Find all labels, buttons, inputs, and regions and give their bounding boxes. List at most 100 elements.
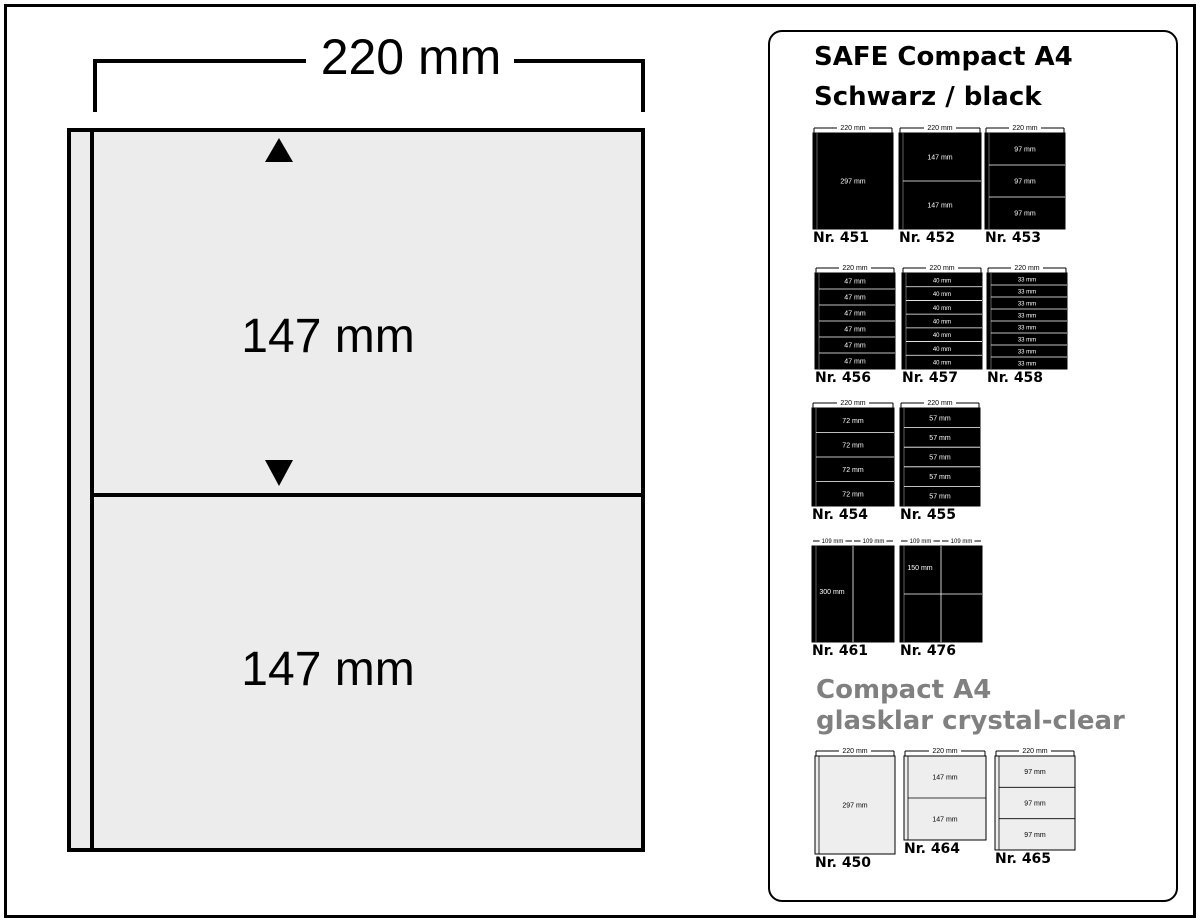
clear-series-title: Compact A4 (816, 675, 992, 705)
thumbnail-product-number: Nr. 453 (985, 230, 1042, 246)
main-diagram: 220 mm 147 mm 147 mm (67, 29, 645, 852)
thumbnail-column-label: 109 mm (863, 539, 885, 545)
thumbnail-row-label: 47 mm (844, 279, 866, 286)
thumbnail-row-label: 40 mm (933, 278, 951, 284)
width-label-bg (924, 124, 956, 132)
thumbnail-drawing: 220 mm 97 mm 97 mm 97 mm (994, 747, 1076, 851)
thumbnail-row-label: 300 mm (819, 589, 844, 596)
thumbnail-row-label: 57 mm (929, 455, 951, 462)
arrow-down-icon (265, 460, 293, 486)
thumbnail-product-number: Nr. 461 (812, 643, 869, 659)
thumbnail-width-label: 220 mm (1014, 265, 1039, 272)
thumbnail-body (814, 755, 896, 855)
thumbnail-drawing: 220 mm 47 mm 47 mm 47 mm 47 mm 47 mm 47 mm (814, 264, 896, 370)
thumbnail-row-label: 33 mm (1018, 278, 1036, 284)
thumbnail-row-label: 147 mm (927, 203, 952, 210)
thumbnail-row-label: 33 mm (1018, 326, 1036, 332)
thumbnail-product-number: Nr. 465 (995, 851, 1052, 867)
thumbnail-product-number: Nr. 464 (904, 841, 961, 857)
thumbnail-row-label: 72 mm (842, 418, 864, 425)
thumbnail-row-label: 97 mm (1024, 769, 1046, 776)
outer-frame (4, 4, 1196, 918)
width-label-bg (926, 264, 958, 272)
width-label-bg (1011, 264, 1043, 272)
thumbnail-product-number: Nr. 454 (812, 507, 869, 523)
thumbnail-row-label: 97 mm (1014, 179, 1036, 186)
column-label-bg (948, 537, 975, 545)
thumbnail-body (994, 755, 1076, 851)
width-label-bg (839, 264, 871, 272)
thumbnail-width-label: 220 mm (929, 265, 954, 272)
width-label-bg (837, 399, 869, 407)
thumbnail-column-label: 109 mm (910, 539, 932, 545)
thumbnail-row-label: 57 mm (929, 415, 951, 422)
thumbnail-row-label: 40 mm (933, 320, 951, 326)
bottom-pocket-label: 147 mm (241, 643, 414, 696)
column-label-bg (819, 537, 846, 545)
sheet (67, 128, 645, 852)
thumbnail-product-number: Nr. 476 (900, 643, 957, 659)
thumbnail-width-label: 220 mm (840, 125, 865, 132)
thumbnail-row-label: 97 mm (1024, 832, 1046, 839)
thumbnail-row-label: 47 mm (844, 295, 866, 302)
top-pocket-label: 147 mm (241, 310, 414, 363)
width-label-bg (837, 124, 869, 132)
thumbnail-product-number: Nr. 458 (987, 370, 1044, 386)
arrow-up-icon (265, 138, 293, 162)
thumbnail-row-label: 97 mm (1014, 211, 1036, 218)
thumbnail-row-label: 147 mm (927, 155, 952, 162)
thumbnail-row-label: 57 mm (929, 494, 951, 501)
thumbnail-row-label: 33 mm (1018, 290, 1036, 296)
thumbnail-body (899, 407, 981, 507)
thumbnail-row-label: 297 mm (840, 179, 865, 186)
width-label: 220 mm (321, 29, 502, 85)
thumbnail-body (984, 132, 1066, 230)
thumbnail-row-label: 72 mm (842, 442, 864, 449)
thumbnail-row-label: 47 mm (844, 311, 866, 318)
thumbnail-row-label: 33 mm (1018, 302, 1036, 308)
thumbnail-row-label: 40 mm (933, 333, 951, 339)
width-label-bg (929, 747, 961, 755)
thumbnail-row-label: 147 mm (932, 775, 957, 782)
thumbnail-row-label: 47 mm (844, 327, 866, 334)
thumbnail-row-label: 57 mm (929, 474, 951, 481)
black-series-title: SAFE Compact A4 (814, 42, 1073, 72)
thumbnail-row-label: 40 mm (933, 306, 951, 312)
width-label-bg (839, 747, 871, 755)
thumbnail-drawing: 220 mm 297 mm (812, 124, 894, 230)
thumbnail-row-label: 97 mm (1024, 801, 1046, 808)
thumbnail-row-label: 40 mm (933, 292, 951, 298)
thumbnail-product-number: Nr. 455 (900, 507, 957, 523)
thumbnail-row-label: 47 mm (844, 359, 866, 366)
thumbnail-width-label: 220 mm (842, 265, 867, 272)
thumbnail-product-number: Nr. 450 (815, 855, 872, 871)
thumbnail-width-label: 220 mm (1022, 748, 1047, 755)
thumbnail-row-label: 40 mm (933, 361, 951, 367)
thumbnail-product-number: Nr. 452 (899, 230, 956, 246)
thumbnail-row-label: 33 mm (1018, 338, 1036, 344)
thumbnail-width-label: 220 mm (1012, 125, 1037, 132)
thumbnail-product-number: Nr. 457 (902, 370, 959, 386)
thumbnail-row-label: 47 mm (844, 343, 866, 350)
column-label-bg (860, 537, 887, 545)
sheet-thumbnail: 220 mm 97 mm 97 mm 97 mm Nr. 465 (994, 747, 1076, 867)
thumbnail-product-number: Nr. 451 (813, 230, 870, 246)
clear-series-subtitle: glasklar crystal-clear (816, 706, 1125, 736)
width-label-bg (924, 399, 956, 407)
thumbnail-body (901, 272, 983, 370)
